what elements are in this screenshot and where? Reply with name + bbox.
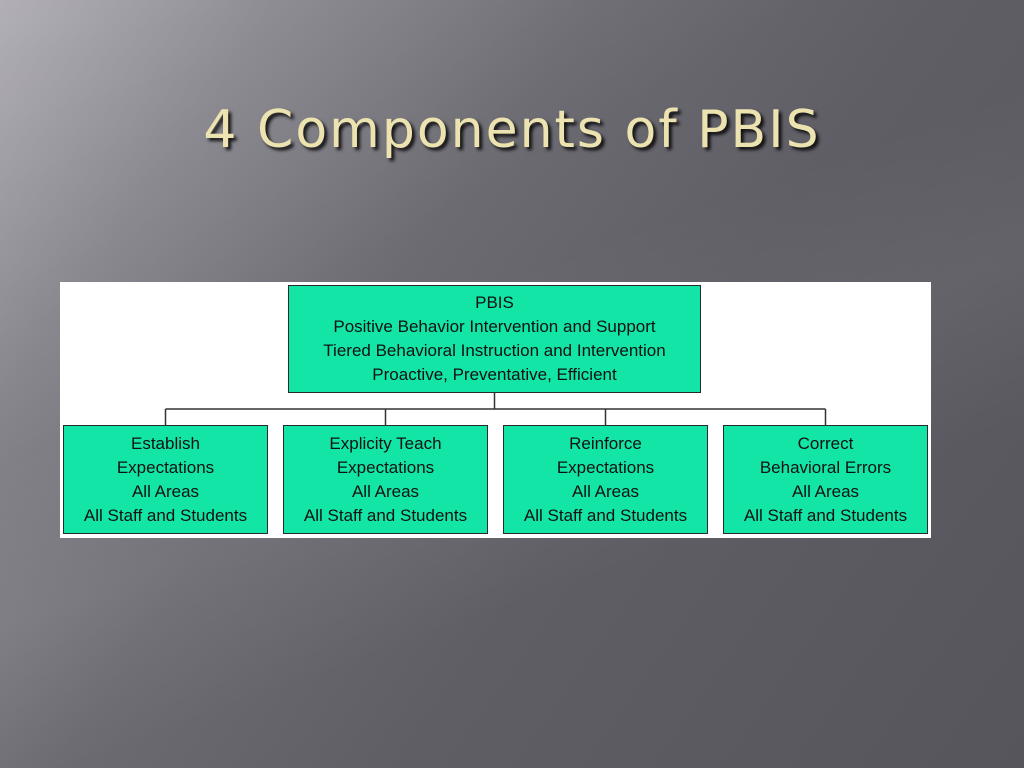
node-reinforce-expectations: Reinforce Expectations All Areas All Sta…	[503, 425, 708, 534]
node-line: All Areas	[131, 481, 200, 501]
slide-title: 4 Components of PBIS	[203, 100, 821, 160]
node-line: Reinforce	[569, 433, 642, 453]
org-chart-panel: PBIS Positive Behavior Intervention and …	[60, 282, 931, 538]
node-line: Expectations	[336, 457, 435, 477]
node-line: Establish	[131, 433, 200, 453]
node-line: All Staff and Students	[83, 505, 248, 525]
node-line: Explicity Teach	[329, 433, 442, 453]
node-pbis-root: PBIS Positive Behavior Intervention and …	[288, 285, 701, 393]
node-establish-expectations: Establish Expectations All Areas All Sta…	[63, 425, 268, 534]
node-line: Expectations	[556, 457, 655, 477]
node-line: All Areas	[351, 481, 420, 501]
root-line-full-name: Positive Behavior Intervention and Suppo…	[333, 317, 656, 336]
node-line: All Staff and Students	[743, 505, 908, 525]
root-line-title: PBIS	[475, 293, 514, 312]
root-line-qualities: Proactive, Preventative, Efficient	[372, 365, 617, 384]
root-line-description: Tiered Behavioral Instruction and Interv…	[323, 341, 666, 360]
node-line: All Staff and Students	[523, 505, 688, 525]
node-line: All Areas	[791, 481, 860, 501]
node-line: Expectations	[116, 457, 215, 477]
node-line: Behavioral Errors	[759, 457, 892, 477]
node-line: All Areas	[571, 481, 640, 501]
node-line: Correct	[797, 433, 854, 453]
node-explicitly-teach-expectations: Explicity Teach Expectations All Areas A…	[283, 425, 488, 534]
connector-lines	[164, 393, 827, 425]
node-line: All Staff and Students	[303, 505, 468, 525]
node-correct-behavioral-errors: Correct Behavioral Errors All Areas All …	[723, 425, 928, 534]
